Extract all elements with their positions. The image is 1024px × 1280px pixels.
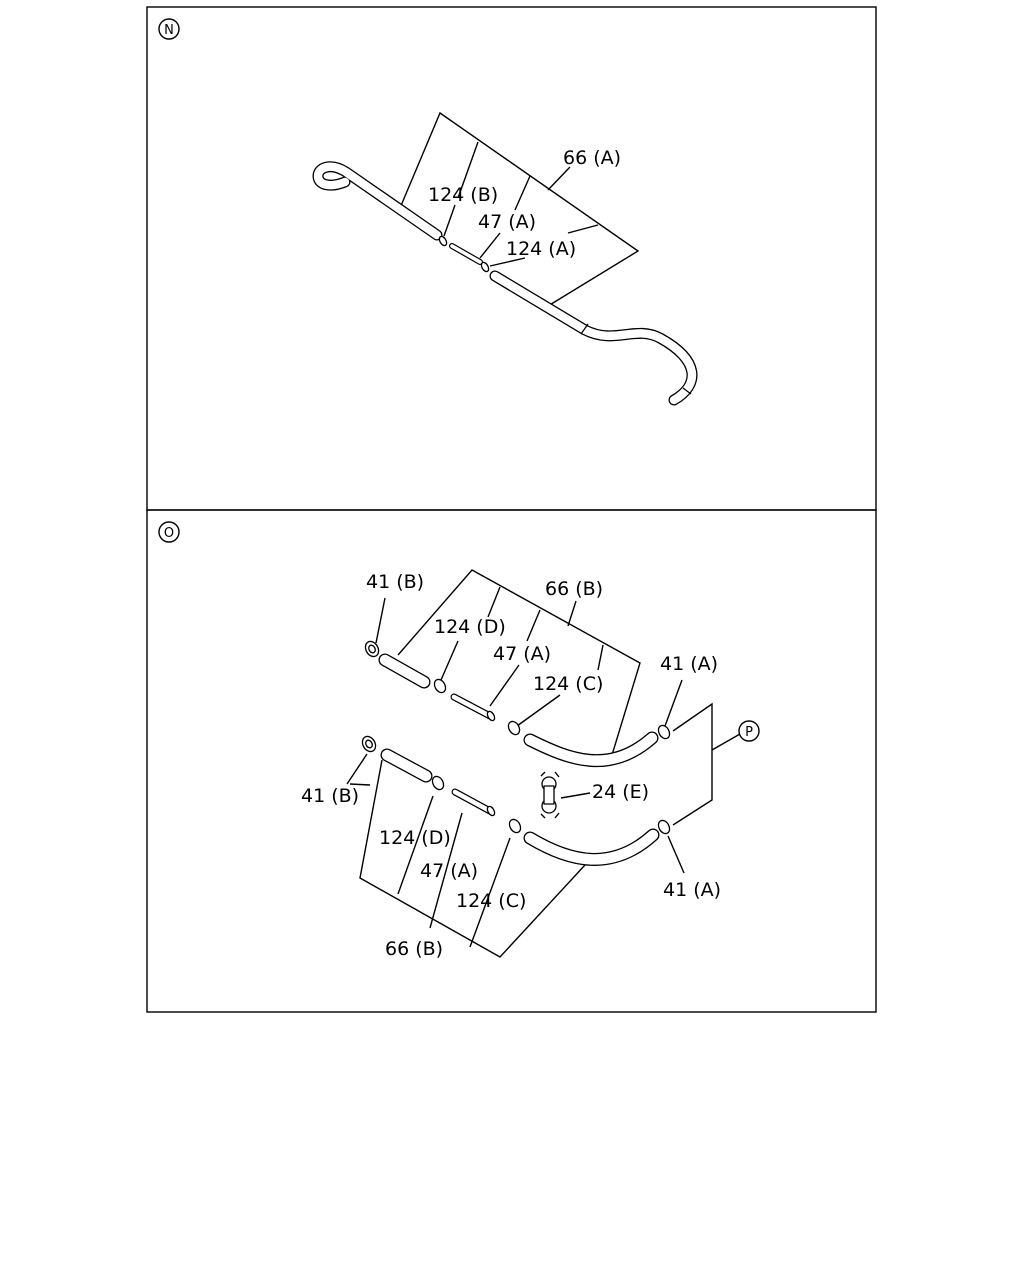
pipe-47a-lower	[451, 788, 496, 817]
clamp-124c-lower	[508, 818, 522, 834]
label-41b-lower: 41 (B)	[301, 785, 359, 807]
clamp-41a-lower	[657, 819, 685, 874]
svg-text:N: N	[164, 23, 174, 38]
label-124a: 124 (A)	[506, 238, 576, 260]
pipe-47a-upper	[450, 693, 496, 722]
hose-66a-left	[312, 161, 443, 241]
hose-66b-lower-short	[380, 748, 433, 783]
label-41b-upper: 41 (B)	[366, 571, 424, 593]
label-47a-lower: 47 (A)	[420, 860, 478, 882]
clamp-124c-upper	[507, 720, 521, 736]
label-47a-n: 47 (A)	[478, 211, 536, 233]
clamp-41b-lower	[346, 735, 377, 785]
hose-66b-lower-curved	[523, 828, 660, 866]
hose-66b-upper-curved	[523, 731, 659, 768]
label-124c-upper: 124 (C)	[533, 673, 603, 695]
panel-n-callout-frame	[399, 111, 640, 307]
svg-text:O: O	[164, 526, 174, 541]
clamp-124a	[480, 261, 490, 273]
label-124d-upper: 124 (D)	[434, 616, 506, 638]
p-reference-marker: P	[738, 720, 760, 742]
label-47a-upper: 47 (A)	[493, 643, 551, 665]
hose-66a-right	[489, 270, 698, 406]
clip-24e	[540, 771, 591, 819]
p-reference-bracket	[672, 702, 713, 826]
panel-n-marker: N	[158, 18, 180, 40]
clamp-124b	[438, 235, 448, 247]
label-24e: 24 (E)	[592, 781, 649, 803]
lower-callout-frame	[359, 759, 586, 958]
label-66a: 66 (A)	[563, 147, 621, 169]
svg-text:P: P	[745, 725, 753, 740]
panel-o-frame	[146, 509, 877, 1013]
clamp-124d-upper	[433, 678, 447, 694]
clamp-41b-upper	[364, 640, 380, 658]
panel-o-marker: O	[158, 521, 180, 543]
label-124d-lower: 124 (D)	[379, 827, 451, 849]
label-66b-upper: 66 (B)	[545, 578, 603, 600]
label-124b: 124 (B)	[428, 184, 498, 206]
clamp-124d-lower	[431, 775, 445, 791]
upper-callout-frame	[397, 569, 641, 756]
label-41a-upper: 41 (A)	[660, 653, 718, 675]
clamp-41a-upper	[657, 724, 671, 740]
label-66b-lower: 66 (B)	[385, 938, 443, 960]
pipe-47a-n	[449, 243, 483, 265]
hose-66b-upper-short	[378, 653, 431, 689]
label-41a-lower: 41 (A)	[663, 879, 721, 901]
label-124c-lower: 124 (C)	[456, 890, 526, 912]
